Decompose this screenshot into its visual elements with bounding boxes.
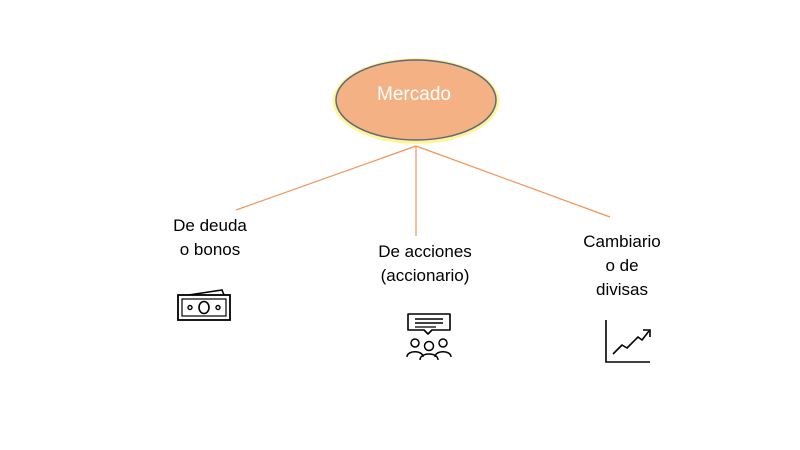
connector-deuda — [235, 145, 417, 211]
root-node-mercado: Mercado — [330, 56, 506, 146]
child-label-line: o de — [605, 256, 639, 275]
audience-chat-icon — [404, 312, 456, 362]
child-label-line: divisas — [596, 280, 648, 299]
child-label-cambiario: Cambiario o de divisas — [572, 230, 672, 302]
trend-chart-icon — [602, 318, 654, 366]
connector-cambiario — [415, 145, 611, 218]
child-label-line: Cambiario — [583, 232, 661, 251]
child-label-deuda: De deuda o bonos — [158, 214, 262, 262]
child-label-line: De acciones — [378, 242, 472, 261]
child-label-acciones: De acciones (accionario) — [366, 240, 484, 288]
child-label-line: De deuda — [173, 216, 247, 235]
root-label: Mercado — [377, 84, 451, 105]
child-label-line: (accionario) — [380, 266, 470, 285]
root-ellipse — [332, 58, 500, 144]
banknote-icon — [176, 288, 234, 322]
child-label-line: o bonos — [179, 240, 241, 259]
